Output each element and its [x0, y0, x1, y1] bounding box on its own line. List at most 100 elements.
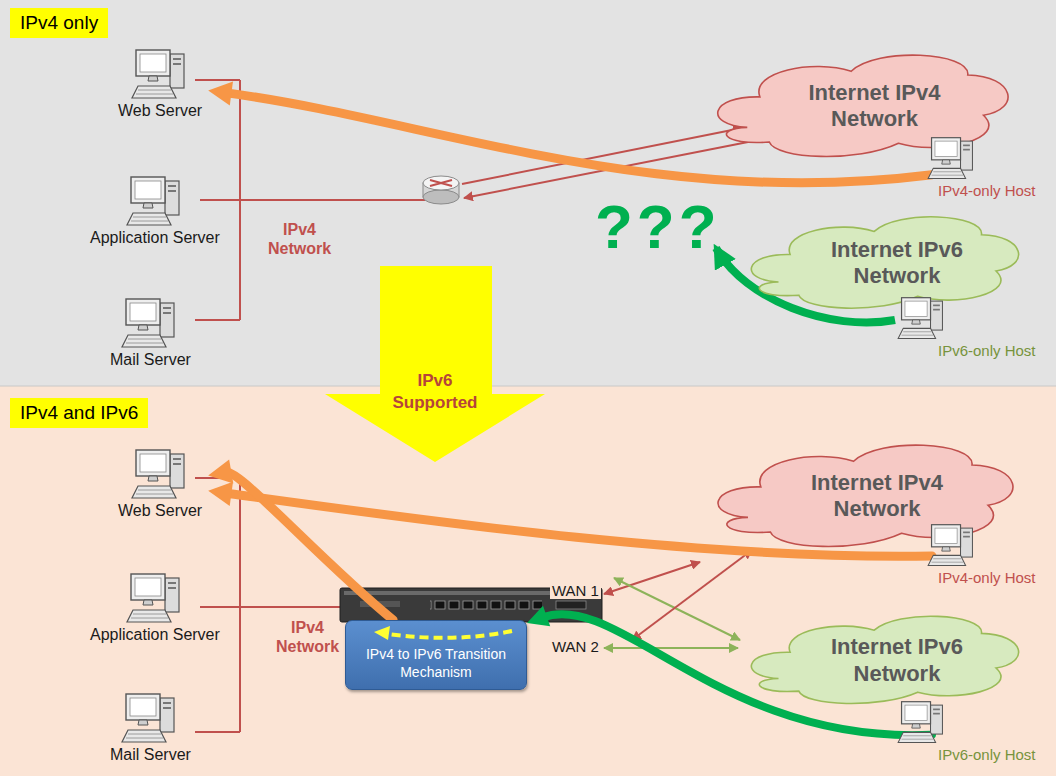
computer-label: Web Server [118, 102, 202, 120]
computer-icon-part [131, 177, 165, 203]
computer-icon-part [136, 490, 173, 494]
host-label: IPv4-only Host [938, 569, 1036, 587]
computer-icon-part [126, 694, 160, 720]
computer-icon-part [930, 301, 942, 330]
computer-icon-part [131, 217, 168, 221]
computer-icon [926, 136, 978, 182]
computer-icon-part [165, 181, 179, 215]
wan-links [632, 550, 752, 640]
gateway-device [556, 601, 586, 609]
computer-icon-part [933, 305, 940, 307]
host-label: IPv4-only Host [938, 182, 1036, 200]
network-cloud: Internet IPv6 Network [735, 205, 1025, 315]
computer-icon-part [132, 86, 176, 98]
computer-icon-part [122, 335, 166, 347]
mechanism-label: IPv4 to IPv6 Transition Mechanism [360, 645, 512, 681]
computer-icon-part [168, 185, 176, 187]
computer-icon-part [931, 525, 960, 547]
transition-box: IPv4 to IPv6 Transition Mechanism [345, 620, 527, 690]
server-computer: Mail Server [104, 692, 197, 764]
computer-icon-part [140, 54, 166, 72]
wan-links [604, 562, 700, 594]
computer-icon-part [138, 325, 148, 330]
computer-icon-part [931, 559, 963, 562]
computer-icon-part [942, 160, 951, 164]
section-title: IPv4 only [20, 12, 98, 34]
computer-icon-part [905, 301, 927, 316]
transition-arrow: IPv6 Supported [322, 266, 548, 464]
computer-label: Web Server [118, 502, 202, 520]
arrow-caption: IPv6 Supported [380, 370, 490, 414]
ipv4-network-wires [200, 606, 342, 608]
computer-icon-part [138, 720, 148, 725]
network-name: Internet IPv6 Network [802, 634, 992, 687]
computer-icon-part [963, 145, 970, 147]
computer-icon-part [160, 303, 174, 337]
computer-icon [125, 175, 185, 229]
network-label: IPv4 Network [262, 220, 337, 258]
computer-icon-part [168, 190, 176, 192]
computer-icon-part [928, 555, 965, 565]
computer-icon-part [160, 698, 174, 732]
gateway-device [430, 599, 542, 611]
dashed-flow [388, 631, 512, 638]
computer-icon-part [148, 76, 158, 81]
computer-icon-part [135, 578, 161, 596]
cloud-outline [751, 217, 1018, 308]
computer-icon-part [901, 298, 930, 320]
computer-icon-part [912, 320, 921, 324]
computer-icon-part [898, 732, 935, 742]
computer-icon-part [163, 307, 171, 309]
computer-icon-part [131, 614, 168, 618]
flow-line [227, 472, 393, 620]
panel-backgrounds [0, 386, 1056, 776]
network-name: Internet IPv4 Network [780, 80, 970, 133]
computer-icon-part [168, 587, 176, 589]
computer-icon [896, 700, 948, 746]
computer-label: Application Server [90, 229, 220, 247]
computer-icon-part [140, 454, 166, 472]
ipv4-network-wires [239, 478, 241, 732]
computer-icon-part [130, 698, 156, 716]
computer-icon [926, 523, 978, 569]
panel-backgrounds [0, 0, 1056, 386]
arrow-head [208, 81, 233, 105]
computer-icon-part [963, 536, 970, 538]
computer-label: Application Server [90, 626, 220, 644]
server-computer: Web Server [112, 48, 208, 120]
computer-icon-part [931, 138, 960, 160]
computer-icon-part [963, 149, 970, 151]
computer-icon-part [170, 454, 184, 488]
computer-icon-part [905, 705, 927, 720]
computer-icon-part [933, 713, 940, 715]
translation-arrow [354, 623, 524, 645]
host-computer: IPv4-only Host [932, 523, 1042, 587]
computer-icon-part [898, 328, 935, 338]
computer-icon-part [935, 141, 957, 156]
cloud-outline [751, 616, 1018, 703]
computer-icon-part [931, 172, 963, 175]
computer-icon-part [173, 463, 181, 465]
computer-icon-part [935, 528, 957, 543]
computer-icon [120, 692, 180, 746]
arrow-head [208, 460, 233, 484]
computer-icon-part [901, 736, 933, 739]
computer-icon-part [163, 707, 171, 709]
host-label: IPv6-only Host [938, 746, 1036, 764]
big-arrow-shape [322, 266, 548, 464]
computer-icon [130, 448, 190, 502]
computer-icon-part [130, 303, 156, 321]
computer-icon-part [930, 705, 942, 734]
network-name: Internet IPv4 Network [782, 470, 972, 523]
computer-icon-part [960, 141, 972, 170]
computer-icon-part [942, 547, 951, 551]
ipv4-network-wires [195, 731, 240, 733]
computer-icon-part [148, 476, 158, 481]
computer-icon-part [928, 168, 965, 178]
host-label: IPv6-only Host [938, 342, 1036, 360]
wan-port-label: WAN 2 [550, 638, 601, 655]
computer-icon-part [173, 63, 181, 65]
computer-icon [130, 48, 190, 102]
wan-links [604, 647, 738, 649]
section-tag: IPv4 and IPv6 [10, 398, 148, 428]
